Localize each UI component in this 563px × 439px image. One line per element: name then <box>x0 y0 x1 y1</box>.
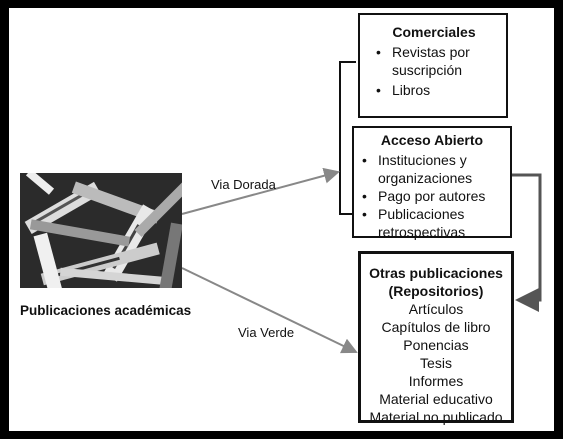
list-item: Libros <box>376 81 500 99</box>
list-item: Ponencias <box>403 337 469 353</box>
list-item: Artículos <box>408 301 464 317</box>
other-publications-title: Otras publicaciones (Repositorios) <box>369 265 503 299</box>
books-illustration <box>20 173 182 288</box>
other-publications-list: Artículos Capítulos de libro Ponencias T… <box>363 300 509 426</box>
commercial-list: Revistas por suscripción Libros <box>368 43 500 99</box>
green-route-arrow <box>181 267 358 354</box>
gold-route-label: Via Dorada <box>211 177 276 192</box>
list-item: Tesis <box>420 355 452 371</box>
open-access-box: Acceso Abierto Instituciones y organizac… <box>352 126 512 241</box>
list-item: Material educativo <box>379 391 493 407</box>
other-publications-box: Otras publicaciones (Repositorios) Artíc… <box>358 251 514 426</box>
books-image <box>20 173 182 288</box>
open-access-title: Acceso Abierto <box>380 132 484 148</box>
list-item: Revistas por suscripción <box>376 43 500 79</box>
commercial-box: Comerciales Revistas por suscripción Lib… <box>358 13 508 118</box>
list-item: Instituciones y organizaciones <box>362 151 506 187</box>
list-item: Publicaciones retrospectivas <box>362 205 506 241</box>
list-item: Material no publicado <box>369 409 503 425</box>
green-route-label: Via Verde <box>238 325 295 340</box>
open-access-list: Instituciones y organizaciones Pago por … <box>358 151 506 241</box>
list-item: Informes <box>408 373 464 389</box>
commercial-title: Comerciales <box>392 24 476 40</box>
publications-label: Publicaciones académicas <box>20 303 192 318</box>
list-item: Pago por autores <box>362 187 506 205</box>
open-access-connector <box>512 173 542 312</box>
list-item: Capítulos de libro <box>381 319 491 335</box>
group-bracket <box>339 61 356 215</box>
gold-route-arrow <box>181 167 340 215</box>
